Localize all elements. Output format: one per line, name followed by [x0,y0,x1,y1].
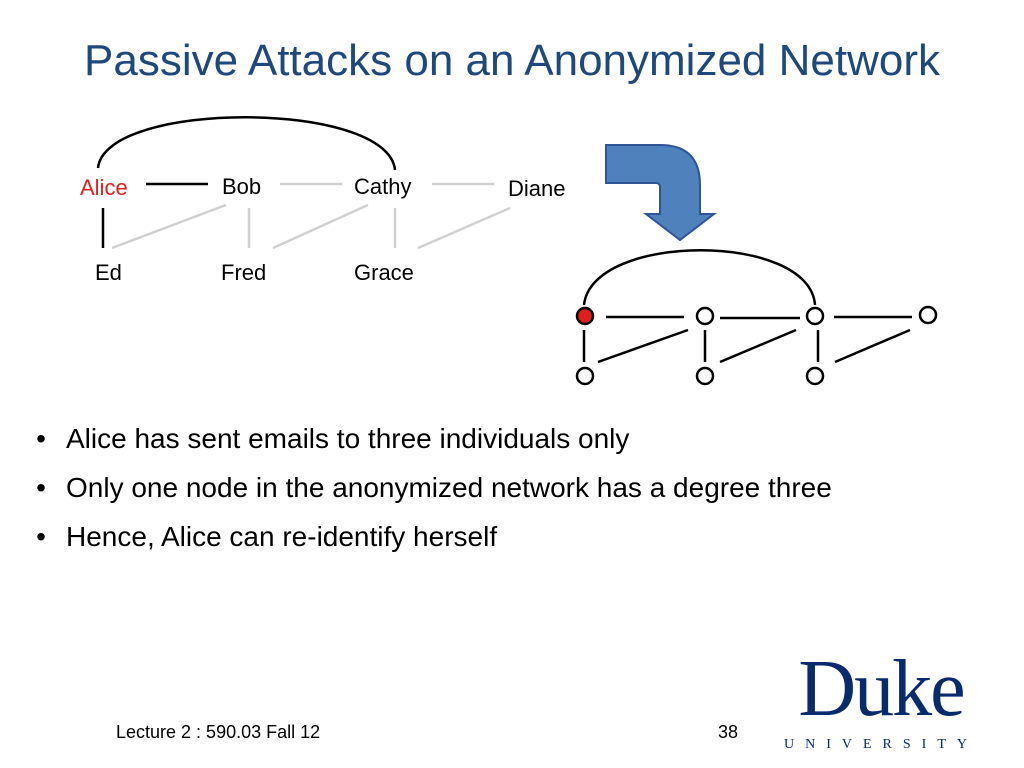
node-label-grace: Grace [354,260,414,285]
bent-arrow-down-icon [605,144,717,242]
edge-ed-bob [111,203,227,250]
slide-title: Passive Attacks on an Anonymized Network [84,36,940,85]
edge-grace-diane [417,206,511,250]
footer-lecture: Lecture 2 : 590.03 Fall 12 [116,722,321,742]
logo-wordmark: Duke [798,645,965,733]
duke-logo: Duke UNIVERSITY [766,647,996,755]
anon-edge-top-arc [582,249,817,306]
anon-node [918,305,938,325]
anon-edge [597,328,689,364]
anon-node-highlighted [575,306,595,326]
node-label-alice: Alice [80,175,128,200]
anon-node [575,366,595,386]
named-network: Alice Bob Cathy Diane Ed Fred Grace [80,116,565,285]
network-diagram: Alice Bob Cathy Diane Ed Fred Grace [80,116,938,386]
node-label-diane: Diane [508,176,565,201]
anon-node [805,366,825,386]
bullet-item: • Alice has sent emails to three individu… [26,420,832,458]
bullet-item: • Hence, Alice can re-identify herself [26,518,832,556]
bullet-text: Only one node in the anonymized network … [66,472,832,503]
edge-fred-cathy [272,203,369,250]
footer-page-number: 38 [718,722,739,742]
edge-alice-cathy [96,116,397,171]
anon-edge [834,328,911,364]
bullet-dot: • [36,521,46,552]
bullet-text: Hence, Alice can re-identify herself [66,521,498,552]
anon-edge [719,328,797,364]
node-label-cathy: Cathy [354,174,411,199]
bullet-dot: • [36,472,46,503]
logo-subtitle: UNIVERSITY [784,737,978,752]
anon-node [805,306,825,326]
bullet-dot: • [36,423,46,454]
bullet-list: • Alice has sent emails to three individu… [26,420,832,567]
node-label-fred: Fred [221,260,266,285]
anon-node [695,306,715,326]
anon-node [695,366,715,386]
node-label-ed: Ed [95,260,122,285]
anonymized-network [575,249,938,386]
bullet-text: Alice has sent emails to three individua… [66,423,630,454]
node-label-bob: Bob [222,174,261,199]
bullet-item: • Only one node in the anonymized network… [26,469,832,507]
